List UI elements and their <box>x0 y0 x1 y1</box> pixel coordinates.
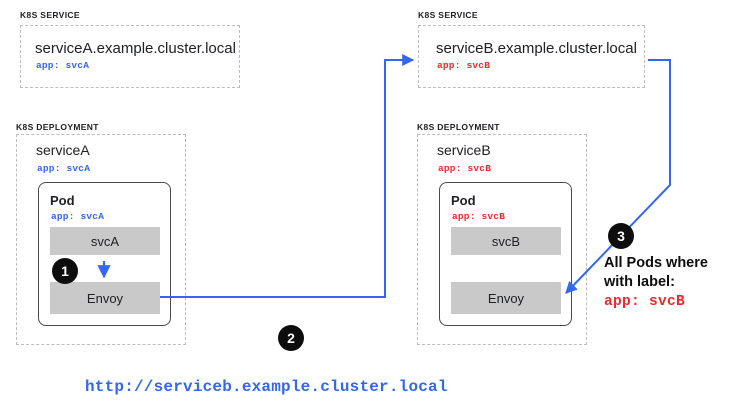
left-service-box <box>20 25 240 88</box>
left-deployment-name: serviceA <box>36 142 90 158</box>
right-service-box <box>418 25 645 88</box>
left-container-svca: svcA <box>50 227 160 255</box>
right-pod-label: app: svcB <box>452 211 506 222</box>
left-service-label: app: svcA <box>36 60 90 71</box>
left-deployment-group-label: K8S DEPLOYMENT <box>16 122 99 132</box>
badge-3: 3 <box>608 223 634 249</box>
right-container-svcb: svcB <box>451 227 561 255</box>
left-pod-title: Pod <box>50 193 75 208</box>
right-pod-title: Pod <box>451 193 476 208</box>
left-deployment-label: app: svcA <box>37 163 91 174</box>
request-url: http://serviceb.example.cluster.local <box>85 378 448 396</box>
left-service-group-label: K8S SERVICE <box>20 10 80 20</box>
right-deployment-name: serviceB <box>437 142 491 158</box>
badge-1: 1 <box>52 258 78 284</box>
badge-2: 2 <box>278 325 304 351</box>
left-service-name: serviceA.example.cluster.local <box>35 40 236 57</box>
annotation-line-3-label: app: svcB <box>604 294 686 310</box>
arrow-envoy-to-serviceb <box>160 54 415 298</box>
left-pod-label: app: svcA <box>51 211 105 222</box>
annotation-line-2: with label: <box>604 274 675 290</box>
right-service-name: serviceB.example.cluster.local <box>436 40 637 57</box>
right-deployment-label: app: svcB <box>438 163 492 174</box>
right-deployment-group-label: K8S DEPLOYMENT <box>417 122 500 132</box>
right-container-envoy: Envoy <box>451 282 561 314</box>
right-service-group-label: K8S SERVICE <box>418 10 478 20</box>
left-container-envoy: Envoy <box>50 282 160 314</box>
annotation-line-1: All Pods where <box>604 255 708 271</box>
arrow-serviceb-to-pod-envoy <box>565 59 671 294</box>
right-service-label: app: svcB <box>437 60 491 71</box>
